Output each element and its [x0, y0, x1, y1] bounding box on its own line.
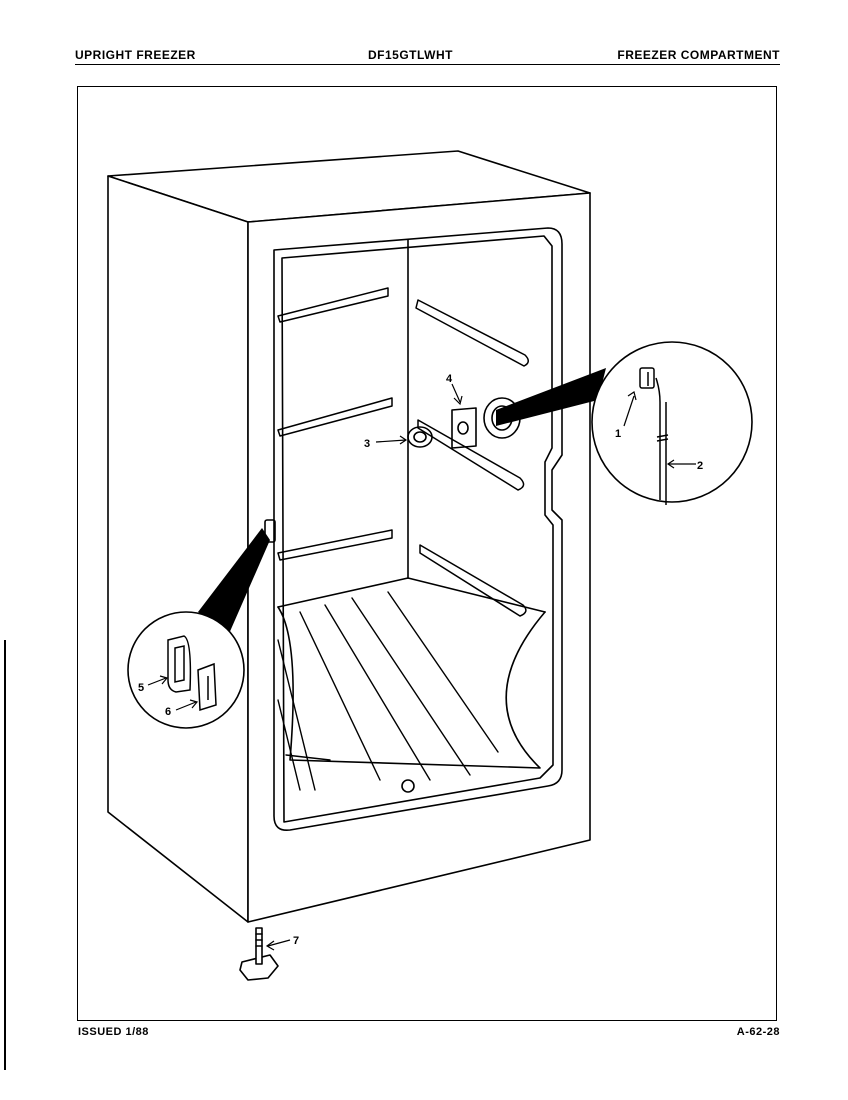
door-stop-bracket [264, 519, 276, 543]
drain-hole [401, 779, 415, 793]
header-section-title: FREEZER COMPARTMENT [617, 48, 780, 62]
capillary-tube [655, 377, 661, 500]
callout-1: 1 [615, 428, 621, 440]
header-rule [75, 64, 780, 65]
liner-floor-back [407, 577, 546, 613]
leveling-leg-base [239, 954, 279, 981]
diagram-frame [77, 86, 777, 1021]
bottom-basin [277, 606, 546, 769]
cabinet-front-face [247, 192, 591, 923]
callout-6: 6 [165, 706, 171, 718]
door-stop-part-5 [167, 635, 192, 693]
door-stop-callout-beam [198, 528, 270, 636]
right-shelf-rails [415, 299, 529, 617]
liner-floor-left [277, 577, 409, 608]
callout-4: 4 [446, 373, 453, 385]
bezel-part-4 [451, 407, 477, 449]
footer-page-code: A-62-28 [736, 1026, 780, 1038]
thermostat-callout-beam [496, 368, 606, 426]
footer-issue-date: ISSUED 1/88 [78, 1026, 149, 1038]
callout-3: 3 [364, 438, 370, 450]
scan-margin-line [4, 640, 6, 1070]
callout-2: 2 [697, 460, 703, 472]
thermostat-clip [639, 367, 655, 389]
left-shelf-rails [277, 287, 393, 561]
knob-part-3 [407, 426, 433, 448]
callout-5: 5 [138, 682, 144, 694]
door-stop-detail-circle [127, 611, 245, 729]
callout-7: 7 [293, 935, 299, 947]
liner-opening [273, 227, 563, 832]
header-left-title: UPRIGHT FREEZER [75, 48, 196, 62]
bottom-ribs [277, 591, 499, 791]
thermostat-detail-circle [591, 341, 753, 503]
header-model-number: DF15GTLWHT [368, 48, 453, 62]
liner-inner-edge [281, 235, 554, 823]
cabinet-left-side [107, 175, 249, 923]
door-stop-part-6 [197, 662, 217, 712]
